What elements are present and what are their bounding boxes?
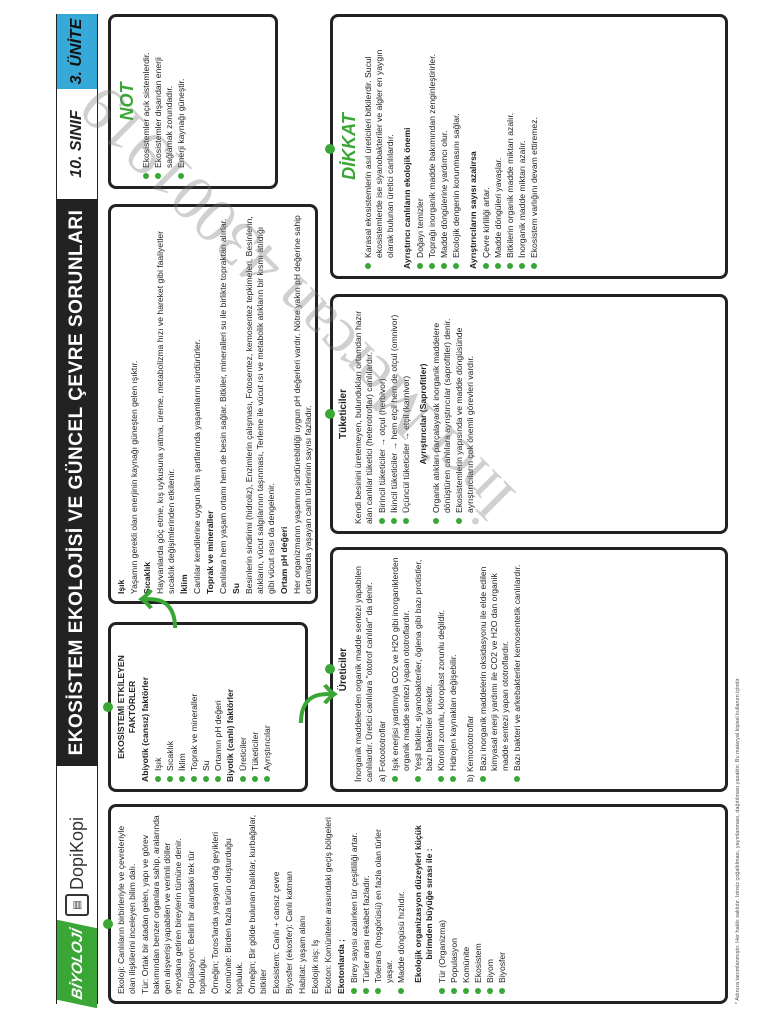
detail-iklim-title: İklim: [179, 574, 189, 594]
abiotic-list: Işık Sıcaklık İklim Toprak ve mineraller…: [153, 632, 224, 782]
footer-note: * Adınıza tanımlanmıştır. Her hakkı sakl…: [735, 677, 741, 1004]
detail-sicaklik: Hayvanlarda göç etme, kış uykusuna yatma…: [155, 230, 176, 594]
levels-list: Tür (Organizma) Populasyon Komünite Ekos…: [437, 814, 508, 994]
list-item: Üreticiler: [238, 632, 249, 782]
list-item: Tolerans (hoşgörüsü) en fazla olan türle…: [373, 814, 395, 994]
biotic-list: Üreticiler Tüketiciler Ayrıştırıcılar: [238, 632, 273, 782]
def-nis: Ekolojik niş: İş: [310, 939, 320, 994]
importance-title: Ayrıştırıcı canlıların ekolojik önemi: [402, 127, 413, 269]
list-item: Ekosistem: [473, 814, 484, 994]
list-item: İklim: [177, 632, 188, 782]
list-item: Hidrojen kaynakları değişebilir.: [448, 557, 459, 782]
list-item: Ayrıştırıcılar: [262, 632, 273, 782]
list-item: Işık enerjisi yardımıyla CO2 ve H2O gibi…: [390, 557, 412, 782]
arrow-icon: ⤴: [138, 589, 182, 629]
list-item: Biyom: [485, 814, 496, 994]
list-item: Populasyon: [449, 814, 460, 994]
list-item: Su: [201, 632, 212, 782]
connector-dot: [103, 919, 113, 929]
producers-title: Üreticiler: [338, 647, 349, 692]
detail-iklim: Canlılar kendilerine uygun iklim şartlar…: [192, 339, 202, 594]
def-komunite-example: Örneğin; Bir gölde bulunan balıklar, kur…: [247, 814, 268, 994]
unit-label: 3. ÜNİTE: [57, 14, 97, 89]
def-tur: Tür: Ortak bir atadan gelen, yapı ve gör…: [140, 815, 183, 994]
list-item: Komünite: [461, 814, 472, 994]
list-item: Biyosfer: [497, 814, 508, 994]
dikkat-box: DİKKAT Karasal ekosistemlerin asıl üreti…: [330, 14, 728, 279]
brand-name: DopiKopi: [66, 816, 87, 890]
factors-title: EKOSİSTEMİ ETKİLEYEN FAKTÖRLER: [116, 655, 137, 759]
detail-sicaklik-title: Sıcaklık: [142, 561, 152, 594]
detail-isik: Yaşamın gerekli olan enerjinin kaynağı g…: [129, 360, 139, 594]
producers-intro: İnorganik maddelerden organik madde sent…: [352, 566, 374, 782]
connector-dot: [325, 664, 335, 674]
photo-list: Işık enerjisi yardımıyla CO2 ve H2O gibi…: [390, 557, 459, 782]
factors-box: EKOSİSTEMİ ETKİLEYEN FAKTÖRLER Abiyotik …: [108, 622, 308, 792]
brand-logo: ▤ DopiKopi: [57, 766, 97, 924]
levels-title: Ekolojik organizasyon düzeyleri küçük bi…: [413, 825, 434, 983]
list-item: Madde döngüsü hızlıdır.: [396, 814, 407, 994]
list-item: Karasal ekosistemlerin asıl üreticileri …: [363, 24, 396, 269]
connector-dot: [103, 702, 113, 712]
arrow-icon: ⤵: [298, 684, 342, 724]
list-item: Toprak ve mineraller: [189, 632, 200, 782]
chemo-title: b) Kemoototroflar: [464, 715, 475, 782]
list-item: Tür (Organizma): [437, 814, 448, 994]
def-ekoton: Ekoton: Komüniteler arasındaki geçiş böl…: [323, 817, 333, 994]
ekoton-list: Birey sayısı azalırken tür çeşitliliği a…: [349, 814, 407, 994]
list-item: Ortamın pH değeri: [213, 632, 224, 782]
def-komunite: Komünite: Birden fazla türün oluşturduğu…: [223, 838, 244, 994]
brand-icon: ▤: [65, 894, 89, 916]
list-item: Toprağı inorganik madde bakımından zengi…: [427, 24, 438, 269]
chemo-list: Bazı inorganik maddelerin oksidasyonu il…: [478, 557, 523, 782]
ekoton-heading: Ekotonlarda ;: [336, 939, 346, 994]
decrease-list: Çevre kirliliği artar. Madde döngüleri y…: [481, 24, 540, 269]
list-item: Madde döngülerine yardımcı olur.: [439, 24, 450, 269]
definitions-box: Ekoloji: Canlıların birbirleriyle ve çev…: [108, 804, 728, 1004]
list-item: Türler arası rekabet fazladır.: [361, 814, 372, 994]
connector-dot: [325, 144, 335, 154]
list-item: Bazı inorganik maddelerin oksidasyonu il…: [478, 557, 511, 782]
list-item: Yeşil bitkiler, siyanobakteriler, öglena…: [413, 557, 435, 782]
list-item: Madde döngüleri yavaşlar.: [493, 24, 504, 269]
def-habitat: Habitat: yaşam alanı: [297, 915, 307, 994]
list-item: Çevre kirliliği artar.: [481, 24, 492, 269]
list-item: Birey sayısı azalırken tür çeşitliliği a…: [349, 814, 360, 994]
def-populasyon: Popülasyon: Belirli bir alandaki tek tür…: [186, 850, 207, 994]
dikkat-intro-list: Karasal ekosistemlerin asıl üreticileri …: [363, 24, 396, 269]
list-item: Doğayı temizler: [415, 24, 426, 269]
list-item: Bazı bakteri ve arkebakteriler kemosente…: [512, 557, 523, 782]
list-item: Ekosistem varlığını devam ettiremez.: [529, 24, 540, 269]
list-item: Ekolojik dengenin korunmasını sağlar.: [451, 24, 462, 269]
list-item: Klorofil zorunlu, kloroplast zorunlu değ…: [436, 557, 447, 782]
detail-isik-title: Işık: [116, 579, 126, 594]
connector-dot: [325, 409, 335, 419]
def-ekoloji: Ekoloji: Canlıların birbirleriyle ve çev…: [116, 825, 137, 994]
header-bar: BİYOLOJİ ▤ DopiKopi EKOSİSTEM EKOLOJİSİ …: [56, 14, 98, 1009]
list-item: Tüketiciler: [250, 632, 261, 782]
abiotic-title: Abiyotik (cansız) faktörler: [140, 676, 150, 782]
def-biyosfer: Biyosfer (ekosfer): Canlı katman: [284, 871, 294, 994]
def-ekosistem: Ekosistem: Canlı + cansız çevre: [271, 871, 281, 994]
def-populasyon-example: Örneğin; Toros'larda yaşayan dağ geyikle…: [210, 832, 220, 994]
decrease-title: Ayrıştırıcıların sayısı azalırsa: [468, 151, 479, 269]
biotic-title: Biyotik (canlı) faktörler: [225, 688, 235, 782]
producers-box: Üreticiler İnorganik maddelerden organik…: [330, 547, 728, 792]
subject-label: BİYOLOJİ: [57, 919, 97, 1009]
list-item: Işık: [153, 632, 164, 782]
list-item: Bitkilerin organik madde miktarı azalır.: [505, 24, 516, 269]
dikkat-badge: DİKKAT: [339, 113, 359, 180]
list-item: İnorganik madde miktarı azalır.: [517, 24, 528, 269]
photo-title: a) Fotoototroflar: [376, 720, 387, 782]
page-title: EKOSİSTEM EKOLOJİSİ VE GÜNCEL ÇEVRE SORU…: [57, 199, 97, 766]
list-item: Sıcaklık: [165, 632, 176, 782]
importance-list: Doğayı temizler Toprağı inorganik madde …: [415, 24, 462, 269]
